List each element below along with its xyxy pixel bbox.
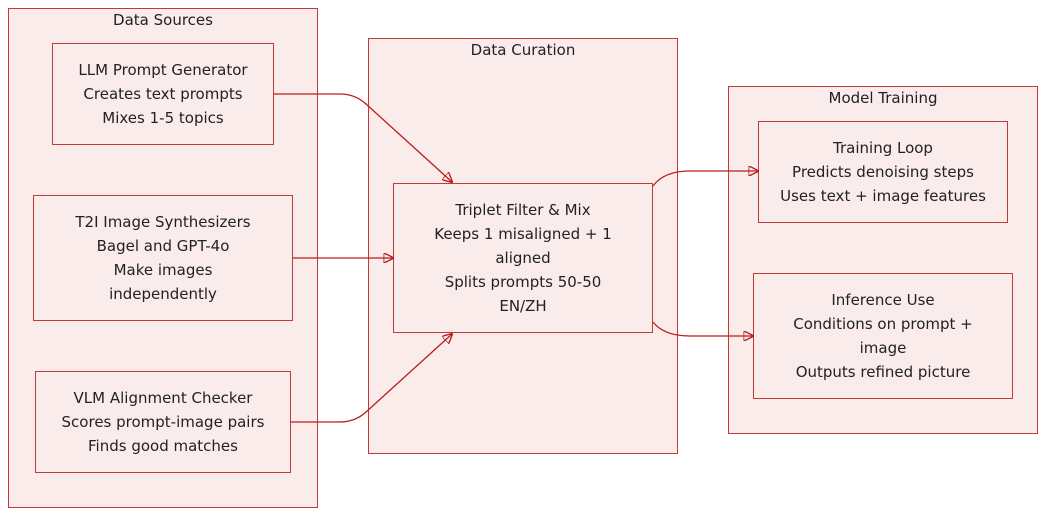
node-line: Outputs refined picture (795, 363, 971, 381)
group-title-data-sources: Data Sources (113, 11, 213, 29)
node-line: Triplet Filter & Mix (455, 201, 591, 219)
node-line: image (859, 339, 907, 357)
node-t2i-image-synthesizers: T2I Image Synthesizers Bagel and GPT-4o … (33, 195, 293, 321)
node-line: Inference Use (831, 291, 935, 309)
group-title-model-training: Model Training (828, 89, 938, 107)
node-line: Conditions on prompt + (793, 315, 973, 333)
node-line: Training Loop (833, 139, 933, 157)
node-line: Make images (113, 261, 213, 279)
node-vlm-alignment-checker: VLM Alignment Checker Scores prompt-imag… (35, 371, 291, 473)
node-line: independently (109, 285, 217, 303)
node-line: Mixes 1-5 topics (102, 109, 224, 127)
node-line: EN/ZH (499, 297, 547, 315)
node-line: aligned (495, 249, 551, 267)
node-line: VLM Alignment Checker (73, 389, 253, 407)
node-line: T2I Image Synthesizers (75, 213, 251, 231)
node-line: Bagel and GPT-4o (96, 237, 230, 255)
node-line: Splits prompts 50-50 (444, 273, 602, 291)
node-llm-prompt-generator: LLM Prompt Generator Creates text prompt… (52, 43, 274, 145)
node-line: Scores prompt-image pairs (61, 413, 265, 431)
node-line: Uses text + image features (780, 187, 986, 205)
node-line: Predicts denoising steps (792, 163, 974, 181)
node-line: Finds good matches (88, 437, 238, 455)
node-line: Creates text prompts (83, 85, 243, 103)
node-triplet-filter-mix: Triplet Filter & Mix Keeps 1 misaligned … (393, 183, 653, 333)
node-inference-use: Inference Use Conditions on prompt + ima… (753, 273, 1013, 399)
node-training-loop: Training Loop Predicts denoising steps U… (758, 121, 1008, 223)
group-title-data-curation: Data Curation (470, 41, 576, 59)
node-line: LLM Prompt Generator (78, 61, 248, 79)
node-line: Keeps 1 misaligned + 1 (434, 225, 612, 243)
